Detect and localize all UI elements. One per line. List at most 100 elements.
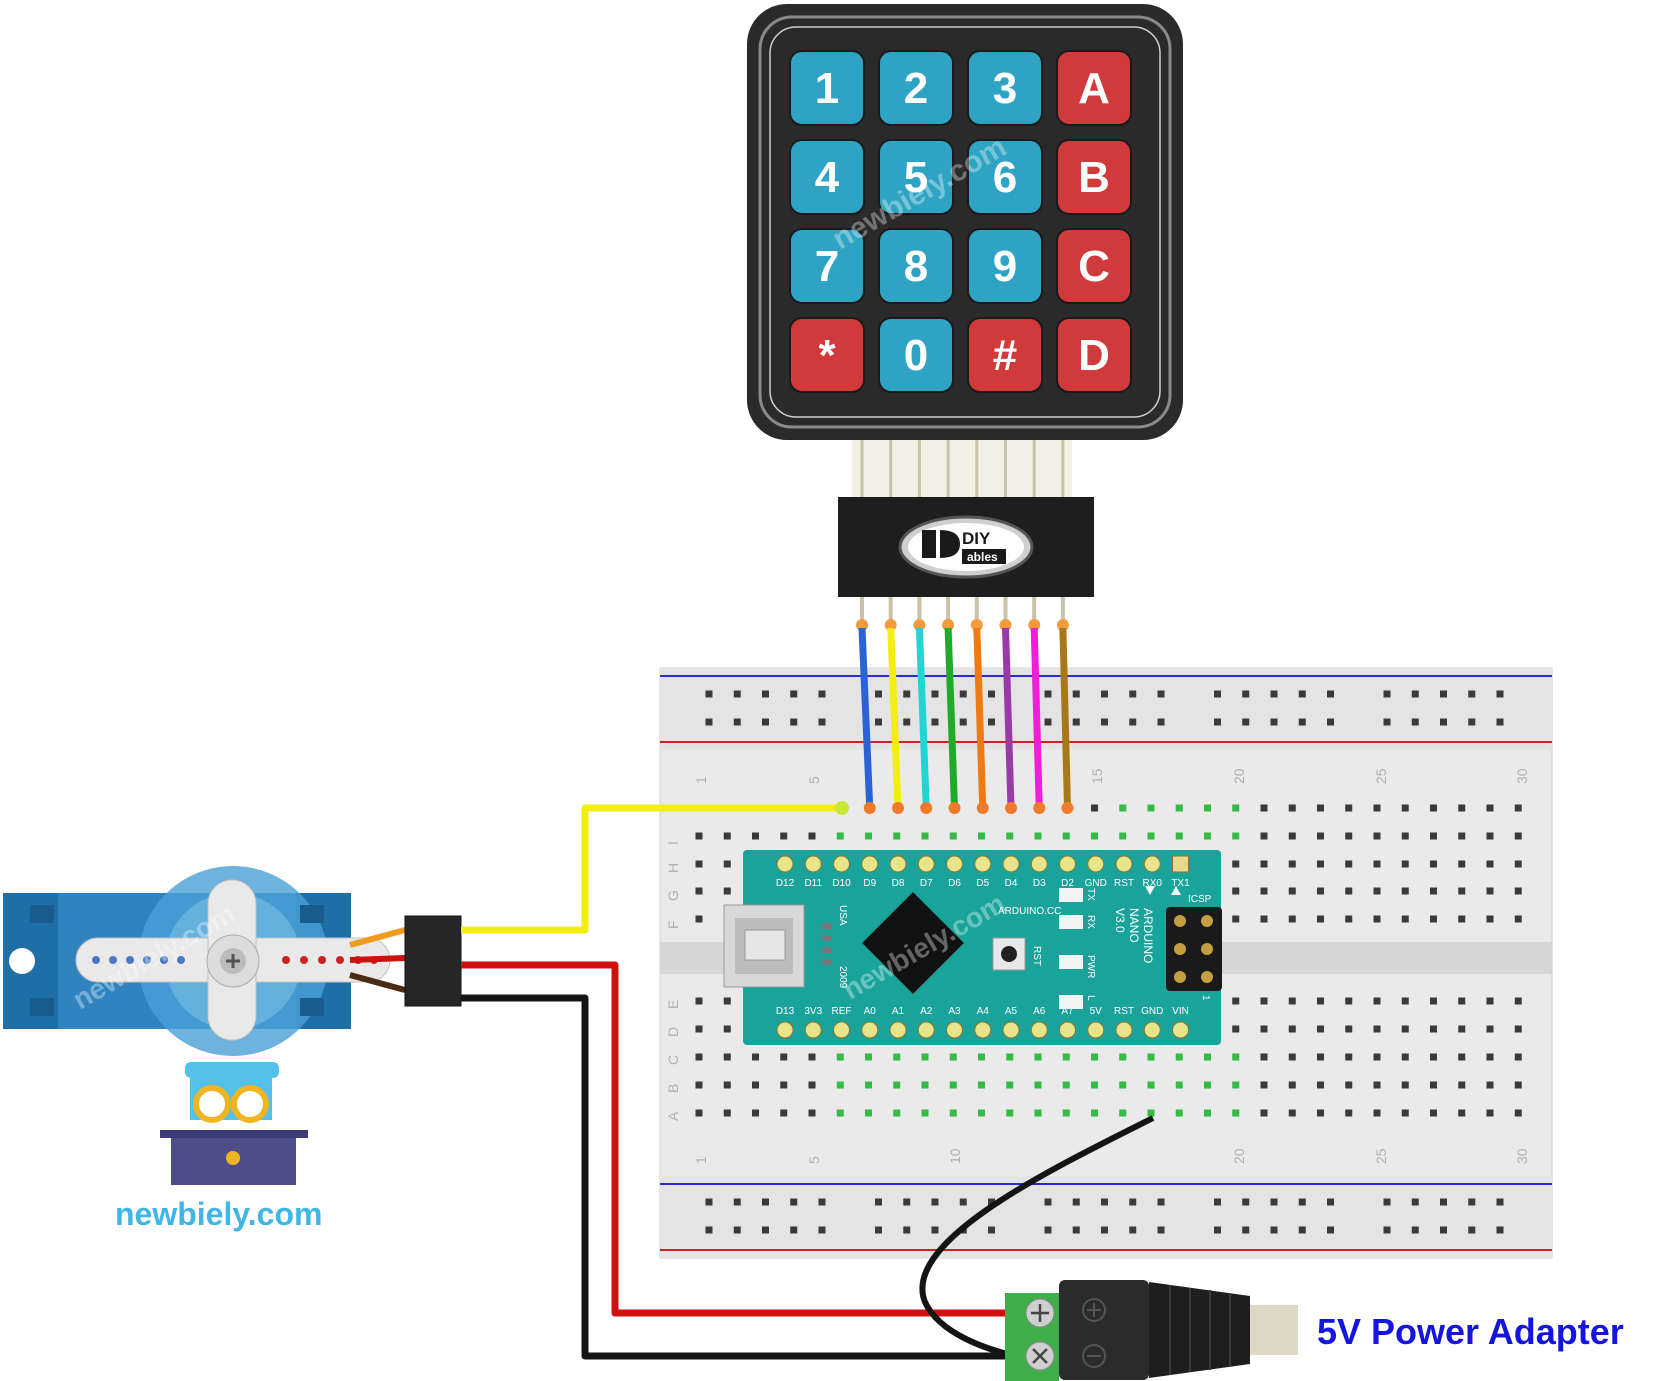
breadboard-hole [1147, 832, 1155, 840]
breadboard-hole [1232, 915, 1240, 923]
power-adapter-label: 5V Power Adapter [1317, 1311, 1624, 1352]
pin-hole [889, 855, 907, 873]
breadboard-hole [1345, 804, 1353, 812]
breadboard-hole [1430, 1081, 1437, 1089]
pin-hole [1087, 855, 1105, 873]
keypad-key-label: 0 [904, 331, 928, 380]
rail-hole [931, 718, 939, 726]
breadboard-hole [695, 832, 703, 840]
breadboard-hole [695, 1025, 703, 1033]
breadboard-hole [1260, 1109, 1268, 1117]
breadboard-hole [1034, 1053, 1042, 1061]
breadboard-hole [836, 832, 844, 840]
row-letter: C [665, 1055, 681, 1065]
pin-label: D5 [976, 878, 989, 889]
breadboard-hole [1204, 832, 1211, 840]
col-number: 20 [1231, 1148, 1247, 1164]
breadboard-hole [836, 1109, 844, 1117]
breadboard-hole [780, 1109, 788, 1117]
breadboard-hole [1034, 1081, 1042, 1089]
pin-hole [946, 855, 963, 873]
rail-hole [1383, 1226, 1391, 1234]
breadboard-hole [1373, 804, 1381, 812]
rail-hole [1242, 1226, 1250, 1234]
pin-label: RST [1114, 878, 1134, 889]
led-label: PWR [1085, 955, 1096, 978]
breadboard-hole [1373, 887, 1381, 895]
servo-signal-wire [461, 804, 842, 934]
breadboard-hole [1317, 915, 1324, 923]
breadboard-hole [1486, 832, 1494, 840]
breadboard-hole [723, 997, 731, 1005]
breadboard-hole [1345, 1081, 1353, 1089]
rail-hole [1440, 690, 1447, 698]
pin-hole [1172, 1021, 1189, 1039]
breadboard-hole [865, 1081, 872, 1089]
breadboard-hole [1232, 887, 1240, 895]
breadboard-hole [1232, 1081, 1240, 1089]
breadboard-hole [780, 832, 788, 840]
rail-hole [1157, 1226, 1165, 1234]
keypad-jumper-wires [856, 597, 1074, 814]
rail-hole [1044, 1198, 1052, 1206]
pin-hole [1115, 1021, 1133, 1039]
col-number: 1 [693, 776, 709, 784]
servo-power-wire [461, 961, 1015, 1317]
pin-label: A2 [920, 1006, 933, 1017]
breadboard-hole [1317, 1109, 1324, 1117]
breadboard-hole [1288, 1053, 1296, 1061]
row-letter: A [665, 1111, 681, 1121]
led-rx [1059, 915, 1083, 929]
breadboard-hole [1430, 997, 1437, 1005]
pin-hole [833, 855, 850, 873]
rail-hole [1072, 690, 1080, 698]
rail-hole [931, 1198, 939, 1206]
rail-hole [1411, 1198, 1419, 1206]
breadboard-hole [1119, 1053, 1127, 1061]
breadboard-hole [1317, 804, 1324, 812]
rail-hole [1298, 718, 1306, 726]
breadboard-hole [1288, 915, 1296, 923]
breadboard-hole [1486, 915, 1494, 923]
rail-hole [705, 1226, 713, 1234]
breadboard-hole [1119, 832, 1127, 840]
breadboard-hole [1175, 804, 1183, 812]
rail-hole [875, 690, 882, 698]
breadboard-hole [921, 1109, 929, 1117]
pin-hole [861, 855, 879, 873]
usb-connector [723, 904, 832, 988]
rail-hole [790, 1198, 798, 1206]
rail-hole [705, 690, 713, 698]
breadboard-hole [1147, 1109, 1155, 1117]
breadboard-hole [695, 997, 703, 1005]
rail-hole [1383, 690, 1391, 698]
keypad-ribbon [852, 440, 1072, 497]
breadboard-hole [1345, 1109, 1353, 1117]
newbiely-logo: newbiely.com [115, 1062, 322, 1232]
breadboard-hole [1317, 1081, 1324, 1089]
breadboard: 1 5 15 20 25 30 1 5 10 20 25 30 I H G F … [659, 667, 1553, 1259]
breadboard-hole [723, 887, 731, 895]
breadboard-hole [978, 832, 985, 840]
breadboard-hole [1260, 997, 1268, 1005]
breadboard-hole [1204, 1081, 1211, 1089]
keypad-key: # [967, 317, 1043, 393]
pin-label: 3V3 [804, 1006, 822, 1017]
breadboard-hole [1430, 832, 1437, 840]
row-letter: F [665, 920, 681, 929]
rail-hole [1101, 1198, 1108, 1206]
breadboard-hole [808, 1081, 816, 1089]
keypad-key-label: A [1078, 64, 1110, 113]
keypad-key: 5 [878, 139, 954, 215]
rail-hole [818, 1226, 826, 1234]
servo-horn [75, 879, 391, 1041]
breadboard-hole [752, 1081, 759, 1089]
breadboard-hole [1514, 915, 1522, 923]
pin-hole [1143, 855, 1161, 873]
breadboard-hole [1514, 887, 1522, 895]
breadboard-hole [1373, 915, 1381, 923]
breadboard-hole [1119, 1081, 1127, 1089]
breadboard-hole [1401, 1081, 1409, 1089]
breadboard-hole [723, 1109, 731, 1117]
